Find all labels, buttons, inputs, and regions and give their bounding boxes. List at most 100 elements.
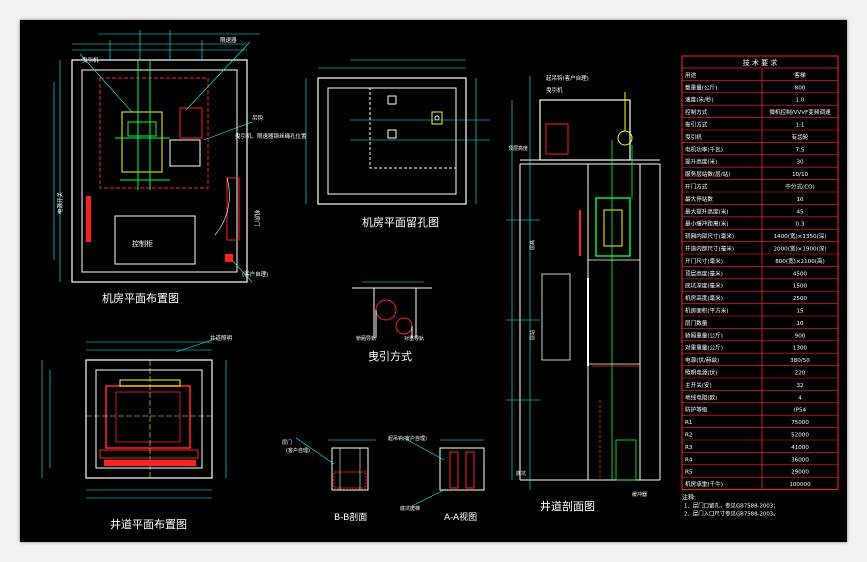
machine-room-layout: 控制柜 曳引机 限速器 吊钩 [53, 30, 307, 305]
notes-title: 注释: [682, 494, 696, 502]
spec-row-label: 机房承重(千牛) [685, 480, 723, 488]
shaft-section: 起吊钩(客户自理) 曳引机 顶层高度 层高 层站 底坑 缓冲器 井道剖面图 [506, 74, 661, 513]
spec-row-label: 对重重量(公斤) [685, 344, 723, 352]
traction-machine-note: 曳引机 [82, 56, 99, 64]
traction-cwt-label: 对重导轨 [404, 335, 424, 342]
traction-method: 轿厢导轨 对重导轨 曳引方式 [352, 281, 432, 363]
shaft-section-title: 井道剖面图 [540, 499, 595, 513]
spec-row-value: 29000 [791, 470, 809, 476]
spec-row-value: 有齿轮 [792, 133, 809, 141]
drawing-svg: 控制柜 曳引机 限速器 吊钩 [41, 30, 839, 531]
spec-row-value: 7.5 [796, 147, 805, 153]
spec-row-label: R3 [685, 445, 693, 451]
spec-row-value: 10/10 [792, 172, 809, 178]
spec-row-value: 800(宽)×2100(高) [775, 257, 825, 265]
spec-row-value: 220 [795, 371, 806, 377]
spec-row-label: 服务层站数(层/站) [685, 170, 730, 178]
spec-row-label: 主开关(安) [685, 381, 712, 389]
spec-row-value: 15 [796, 309, 804, 315]
spec-table-title: 技 术 要 求 [743, 58, 778, 67]
spec-row-label: 用途 [685, 71, 697, 79]
spec-row-label: 轿厢重量(公斤) [685, 331, 723, 339]
spec-row-label: R1 [685, 420, 693, 426]
spec-row-value: 52000 [791, 433, 809, 439]
spec-row-label: 开门方式 [685, 183, 708, 191]
ref-height-label: 层高 [529, 240, 536, 250]
spec-row-value: 900 [795, 333, 806, 339]
view-a: 起吊钩(客户自理) 底坑爬梯 A-A视图 [388, 435, 485, 523]
shaft-hook-label: 起吊钩(客户自理) [546, 74, 589, 82]
pit-ladder-label: 底坑爬梯 [400, 505, 420, 512]
spec-row-label: 井道内部尺寸(毫米) [685, 245, 734, 253]
spec-row-label: 底坑深度(毫米) [685, 282, 723, 290]
spec-row-label: 控制方式 [685, 108, 708, 116]
spec-row-value: 32 [796, 383, 803, 389]
spec-row-label: 最大提升高度(米) [685, 207, 729, 215]
spec-row-label: 提升高度(米) [685, 158, 717, 166]
pit-label: 底坑 [516, 470, 526, 477]
drawing-canvas[interactable]: 控制柜 曳引机 限速器 吊钩 [20, 20, 847, 542]
spec-row-value: 4500 [793, 271, 808, 277]
machine-room-holes-title: 机房平面留孔图 [362, 215, 439, 229]
spec-row-value: 微机控制/VVVF变频调速 [769, 108, 831, 116]
spec-row-label: 机房面积(平方米) [685, 307, 729, 315]
client-note-1: (客户自理) [242, 270, 268, 278]
spec-row-label: 开门尺寸(毫米) [685, 257, 723, 265]
governor-note: 限速器 [220, 36, 237, 44]
spec-row-value: 1300 [793, 346, 808, 352]
spec-row-label: R4 [685, 457, 693, 463]
spec-row-label: 最大停站数 [685, 195, 713, 203]
spec-row-value: 2500 [793, 296, 808, 302]
spec-row-label: 曳引机 [685, 133, 702, 141]
client-note-2: (客户自理) [286, 447, 310, 454]
spec-row-label: R2 [685, 433, 692, 439]
machine-room-holes: 机房平面留孔图 [305, 59, 490, 229]
spec-row-label: 载重量(公斤) [685, 83, 717, 91]
shaft-layout: 井道照明 井道平面布置图 [41, 334, 233, 531]
note-line: 2、层门入口尺寸参见GB7588-2003。 [684, 510, 779, 518]
shaft-light-label: 井道照明 [210, 334, 233, 342]
spec-row-label: 速度(米/秒) [685, 96, 714, 104]
power-note: 电源开关 [56, 191, 64, 214]
spec-row-value: 10 [796, 197, 804, 203]
overhead-label: 顶层高度 [508, 145, 528, 152]
buffer-label: 缓冲器 [632, 491, 647, 498]
spec-row-value: 75000 [791, 420, 809, 426]
spec-row-value: 45 [796, 209, 804, 215]
spec-row-label: 电源(伏/赫兹) [685, 356, 719, 364]
spec-row-value: 1:1 [795, 123, 804, 129]
traction-car-label: 轿厢导轨 [356, 335, 376, 342]
spec-row-label: 层门数量 [685, 319, 708, 327]
spec-row-value: 2000(宽)×1900(深) [773, 245, 826, 253]
spec-row-label: 地线电阻(欧) [685, 393, 717, 401]
spec-row-value: 100000 [789, 482, 811, 488]
room-door-note: 机房门 [253, 210, 261, 227]
spec-row-label: 机房高度(毫米) [685, 294, 723, 302]
note-line: 1、层门口留孔，参见GB7588-2003； [684, 502, 779, 510]
spec-row-value: 1.0 [796, 98, 805, 104]
spec-row-label: 防护等级 [685, 406, 708, 414]
spec-row-value: 1400(宽)×1350(深) [773, 232, 826, 240]
spec-row-label: 照明电源(伏) [685, 369, 717, 377]
spec-row-label: 顶层高度(毫米) [685, 269, 723, 277]
spec-row-value: 10 [796, 321, 804, 327]
landing-label: 层站 [529, 330, 536, 340]
spec-row-value: 1500 [793, 284, 808, 290]
view-a-title: A-A视图 [444, 511, 477, 523]
shaft-layout-title: 井道平面布置图 [110, 517, 187, 531]
spec-row-value: 客梯 [794, 71, 806, 79]
spec-row-label: 拖引方式 [685, 121, 708, 129]
spec-row-value: 36000 [791, 457, 809, 463]
spec-row-value: 41000 [791, 445, 809, 451]
spec-row-value: IP54 [794, 408, 807, 414]
hook-note: 吊钩 [252, 114, 264, 122]
control-cabinet-label: 控制柜 [132, 239, 153, 248]
traction-method-title: 曳引方式 [368, 349, 412, 363]
spec-row-label: 轿厢内部尺寸(毫米) [685, 232, 734, 240]
spec-row-value: 4 [798, 395, 802, 401]
view-a-label: 起吊钩(客户自理) [388, 435, 427, 442]
shaft-machine-label: 曳引机 [546, 86, 563, 94]
section-b-title: B-B剖面 [334, 511, 367, 523]
spec-row-value: 800 [795, 85, 806, 91]
